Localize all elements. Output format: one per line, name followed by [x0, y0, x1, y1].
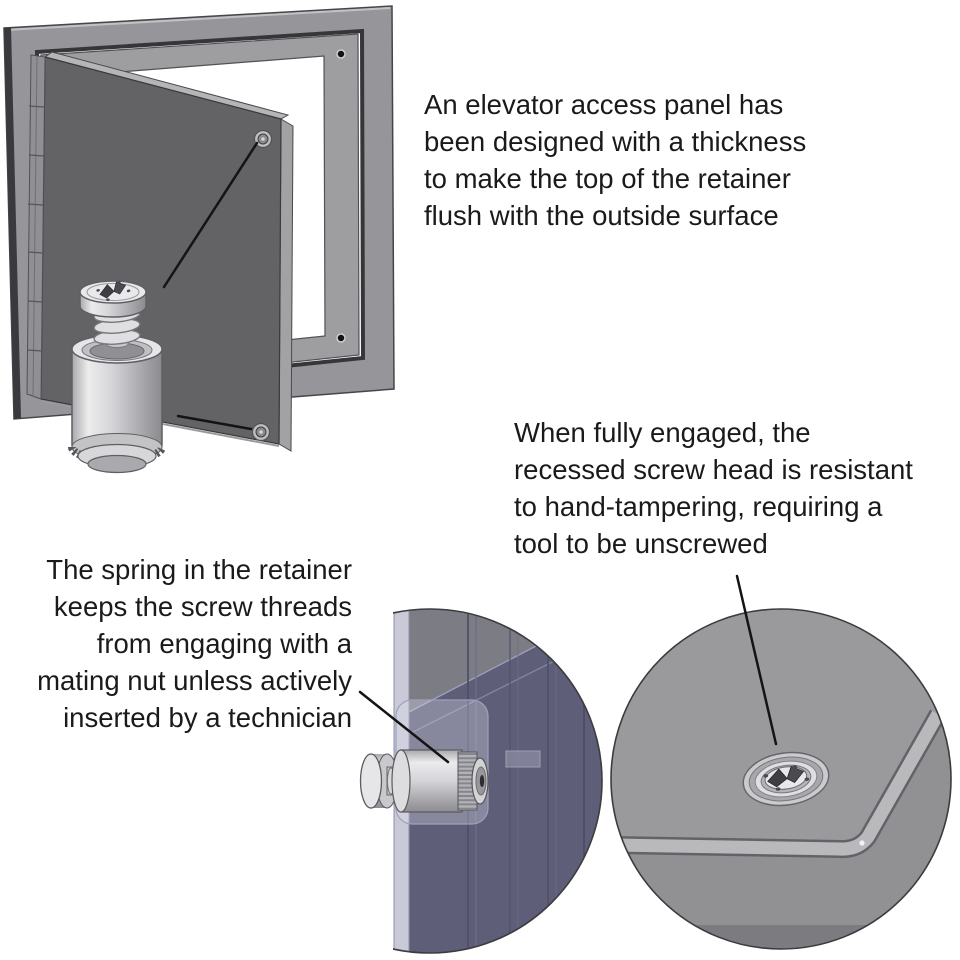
leader-line-tamper-text-to-screw	[735, 574, 778, 746]
overview-open-panel	[3, 5, 395, 474]
detail-circle-outline	[610, 608, 952, 950]
leader-line-retainer-to-bottom-screw	[176, 414, 253, 431]
retainer-enlarged	[68, 278, 166, 474]
door-hinge	[26, 54, 46, 400]
retainer-section	[359, 749, 489, 813]
frame-top-bevel	[5, 7, 391, 31]
door-screw-bottom	[251, 422, 271, 442]
retainer-foot	[87, 454, 147, 474]
leader-line-retainer-to-top-screw	[162, 141, 259, 289]
frame-mount-hole-bottom	[336, 333, 346, 343]
screw-tip	[479, 775, 485, 787]
door-screw-top	[253, 129, 273, 149]
retainer-head	[79, 278, 147, 318]
edge-highlight	[859, 840, 865, 846]
panel-rounded-edge	[613, 709, 946, 859]
detail-view-circle	[610, 574, 952, 950]
annotation-tamper-resistant: When fully engaged, the recessed screw h…	[514, 417, 913, 559]
frame-mount-hole-top	[336, 49, 346, 59]
annotation-panel-thickness: An elevator access panel has been design…	[424, 89, 807, 231]
frame-left-edge	[4, 27, 21, 419]
section-circle-outline	[393, 608, 603, 954]
leader-line-spring-text-to-retainer	[358, 690, 450, 764]
annotation-spring-function: The spring in the retainer keeps the scr…	[37, 554, 352, 733]
recessed-screw-head	[742, 751, 830, 807]
panel-side-below-edge	[626, 716, 951, 949]
latch-keeper-through-panel	[505, 750, 541, 768]
